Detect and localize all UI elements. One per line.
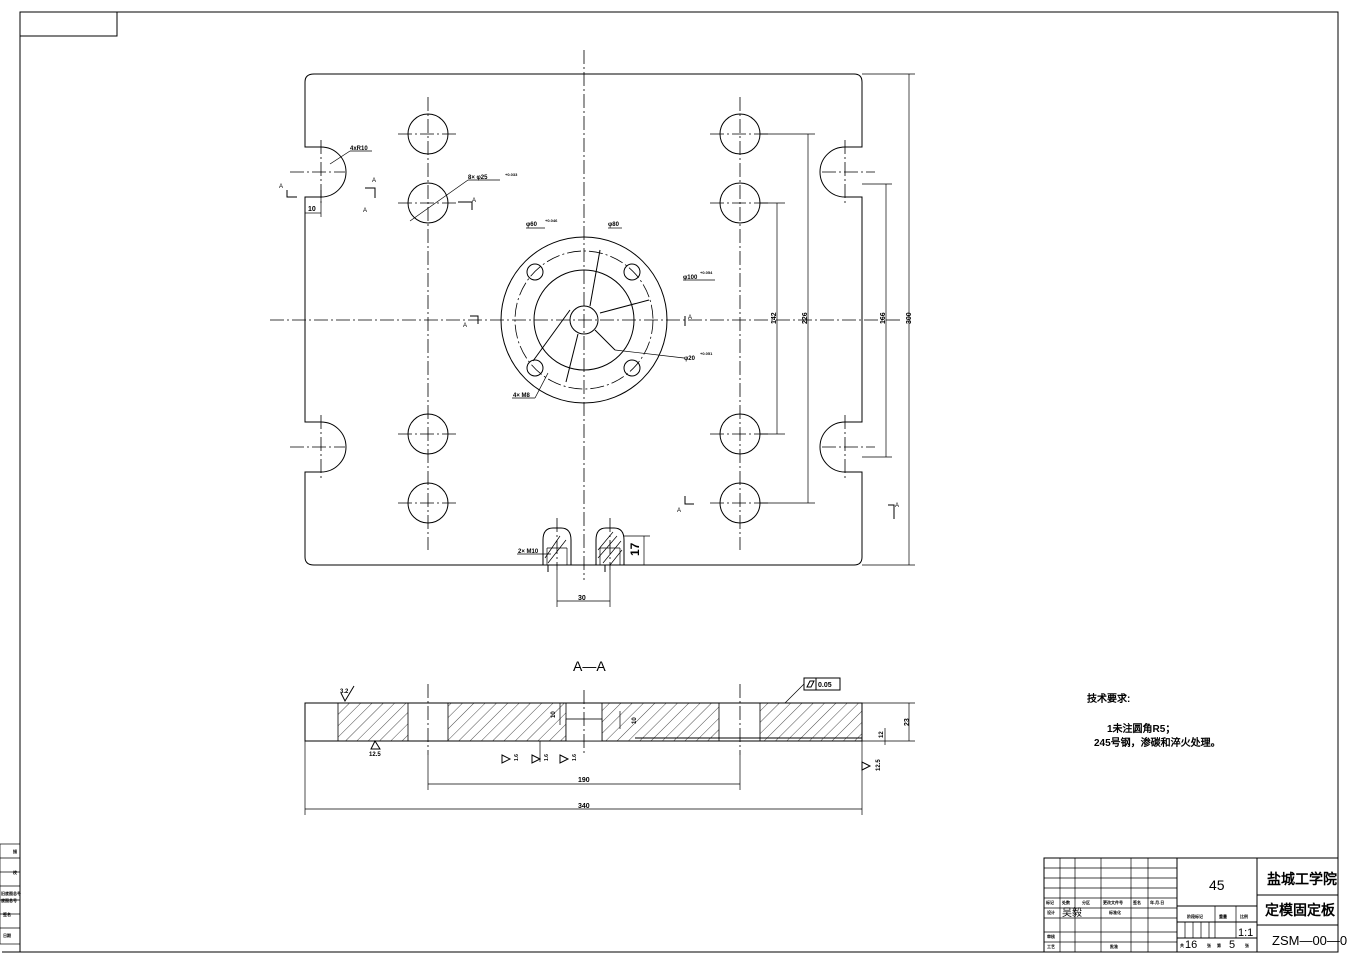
tb-sheet-label: 张 (1245, 942, 1250, 948)
dim-23: 23 (904, 718, 911, 726)
tb-design-label: 设计 (1047, 909, 1055, 915)
section-mark-a: A (472, 198, 476, 204)
rough-125b: 12.5 (876, 759, 882, 771)
dim-10b: 10 (551, 711, 557, 718)
dim-340: 340 (578, 803, 590, 810)
designer-name: 吴毅 (1062, 906, 1082, 919)
margin-label: 签名 (2, 911, 11, 917)
tech-title: 技术要求: (1087, 692, 1130, 705)
dim-d100: φ100 (683, 275, 698, 281)
section-dimensions: 340 190 23 12 10 10 0.05 3.2 12.5 12.5 1… (304, 677, 915, 815)
tech-line-2: 245号钢，渗碳和淬火处理。 (1094, 736, 1221, 749)
dim-m10: 2× M10 (518, 549, 539, 555)
tb-label: 分区 (1082, 899, 1090, 905)
tb-label: 标记 (1045, 899, 1054, 905)
margin-label: 校 (13, 869, 18, 875)
dim-166: 166 (880, 312, 887, 324)
rough-32: 3.2 (340, 689, 349, 695)
tb-process-label: 工艺 (1047, 943, 1055, 949)
dim-d80: φ80 (608, 222, 620, 228)
drawing-number: ZSM—00—0 (1272, 933, 1347, 948)
dim-10c: 10 (632, 717, 638, 724)
dim-30: 30 (578, 595, 586, 602)
tb-total-label: 共 (1180, 942, 1184, 948)
scale-value: 1:1 (1238, 927, 1253, 939)
section-mark-a: A (279, 184, 283, 190)
section-title: A—A (573, 658, 606, 674)
sheet-total: 16 (1185, 939, 1197, 951)
section-mark-a: A (363, 208, 367, 214)
section-mark-a: A (372, 178, 376, 184)
title-block: 标记 处数 分区 更改文件号 签名 年.月.日 设计 吴毅 标准化 阶段标记 重… (1043, 857, 1347, 953)
dim-d60-tol: +0.046 (545, 218, 558, 223)
margin-label: 描 (13, 848, 17, 854)
dim-226: 226 (802, 312, 809, 324)
m10-holes (542, 518, 625, 572)
rough-16b: 1.6 (544, 754, 550, 761)
margin-label: 日期 (3, 932, 11, 938)
dim-d20-tol: +0.051 (700, 351, 713, 356)
dim-d60: φ60 (526, 222, 538, 228)
tb-label: 年.月.日 (1150, 899, 1164, 905)
section-mark-a: A (688, 315, 692, 321)
tb-no-label: 第 (1217, 942, 1221, 948)
tech-line-1: 1未注圆角R5； (1107, 722, 1175, 735)
tb-sheet-label: 张 (1207, 942, 1212, 948)
dim-d100-tol: +0.054 (700, 270, 713, 275)
tb-weight-label: 重量 (1219, 913, 1227, 919)
dim-17: 17 (628, 542, 642, 556)
tb-std-label: 标准化 (1108, 909, 1121, 915)
section-mark-a: A (677, 508, 681, 514)
section-mark-a: A (895, 503, 899, 509)
dim-holes: 8× φ25 (468, 175, 488, 181)
section-mark-a: A (463, 323, 467, 329)
dim-142: 142 (771, 312, 778, 324)
dim-12: 12 (879, 731, 885, 738)
dim-300: 300 (906, 312, 913, 324)
rough-16c: 1.6 (572, 754, 578, 761)
dim-r10: 4xR10 (350, 146, 368, 152)
tb-approve-label: 批准 (1110, 943, 1118, 949)
section-view (304, 684, 863, 755)
tb-review-label: 审核 (1047, 933, 1055, 939)
margin-table: 描 校 旧底图总号 底图总号 签名 日期 (0, 843, 21, 945)
margin-label: 旧底图总号 (1, 890, 21, 896)
school-name: 盐城工学院 (1267, 871, 1337, 887)
part-name: 定模固定板 (1265, 902, 1336, 918)
tb-label: 更改文件号 (1103, 899, 1123, 905)
rough-125: 12.5 (369, 752, 381, 758)
dim-190: 190 (578, 777, 590, 784)
sheet-number: 5 (1229, 939, 1235, 951)
section-markers: A A A A A A A A (279, 178, 899, 519)
dim-d20: φ20 (684, 356, 696, 362)
tb-label: 处数 (1061, 899, 1070, 905)
plan-dimensions: 300 166 226 142 17 30 10 4xR10 (305, 73, 915, 607)
technical-requirements: 技术要求: 1未注圆角R5； 245号钢，渗碳和淬火处理。 (1087, 692, 1221, 749)
flatness-value: 0.05 (818, 682, 832, 689)
tb-label: 签名 (1132, 899, 1141, 905)
plan-view (270, 50, 900, 580)
material: 45 (1209, 877, 1225, 893)
tb-stage-label: 阶段标记 (1187, 913, 1203, 919)
drawing-frame (2, 11, 1339, 953)
margin-label: 底图总号 (0, 897, 17, 903)
tb-scale-label: 比例 (1240, 913, 1248, 919)
dim-holes-tol: +0.033 (505, 172, 518, 177)
dim-10: 10 (308, 206, 316, 213)
dim-m8: 4× M8 (513, 393, 531, 399)
rough-16a: 1.6 (514, 754, 520, 761)
locating-ring-holes (500, 236, 668, 404)
